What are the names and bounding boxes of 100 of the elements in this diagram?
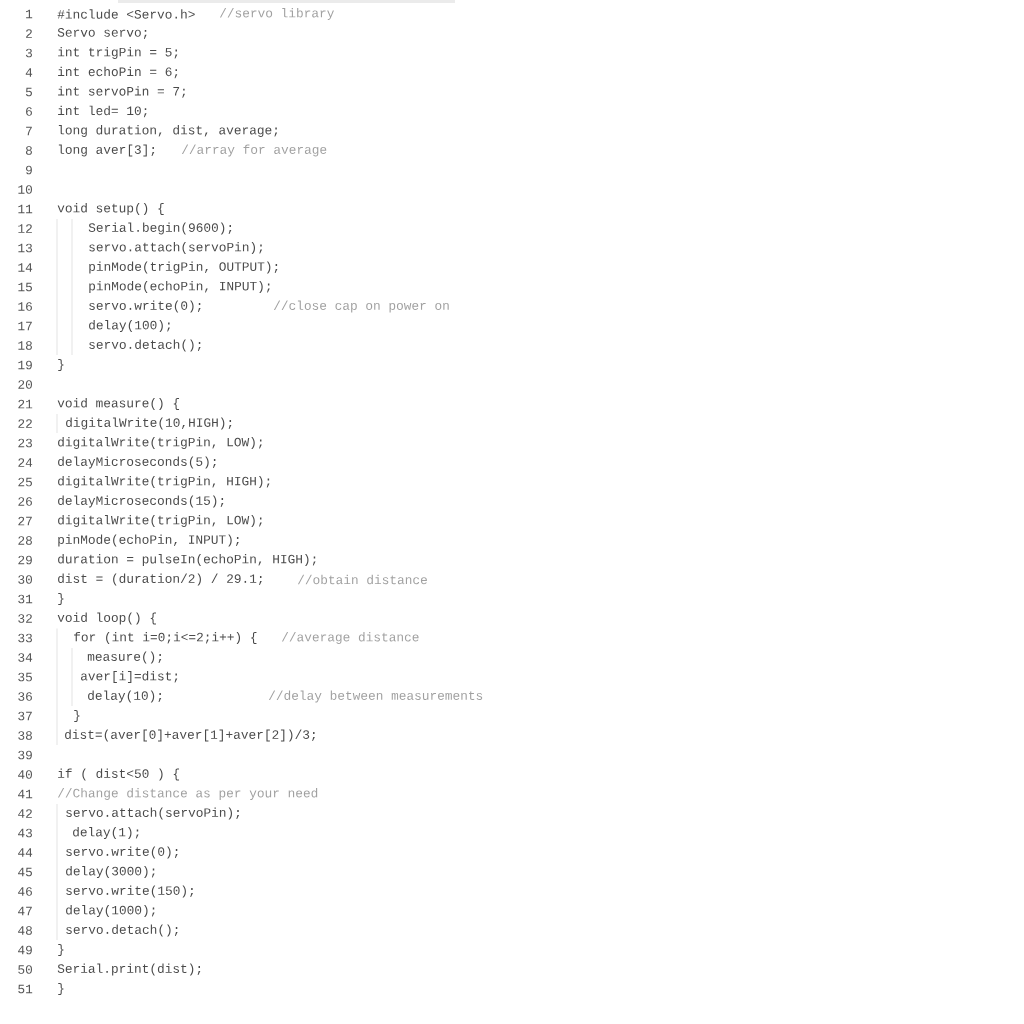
line-number: 4 [25, 68, 33, 77]
code-line: #include <Servo.h> [57, 9, 195, 19]
line-number: 10 [18, 185, 32, 194]
code-line: delay(1000); [66, 905, 155, 917]
code-line: pinMode(echoPin, INPUT); [58, 534, 239, 547]
code-line: int trigPin = 5; [58, 47, 178, 59]
code-line: servo.attach(servoPin); [89, 242, 263, 254]
line-number: 7 [26, 126, 32, 136]
line-number: 31 [18, 594, 33, 604]
code-line: aver[i]=dist; [81, 671, 178, 683]
code-line: measure(); [87, 651, 162, 664]
code-line: Servo servo; [57, 28, 147, 39]
code-comment: //close cap on power on [273, 300, 449, 313]
code-line: servo.detach(); [66, 924, 178, 937]
code-line: dist=(aver[0]+aver[1]+aver[2])/3; [65, 729, 315, 742]
code-line: digitalWrite(10,HIGH); [66, 417, 232, 430]
line-number: 17 [18, 321, 32, 331]
code-line: } [74, 710, 80, 722]
code-line: } [58, 944, 64, 956]
line-number: 5 [25, 87, 32, 97]
line-number: 32 [18, 614, 32, 623]
line-number: 29 [18, 555, 32, 565]
code-line: servo.write(150); [66, 885, 193, 898]
code-comment: //average distance [281, 632, 419, 644]
line-number: 2 [26, 29, 32, 38]
line-number: 21 [18, 399, 33, 409]
line-number: 24 [18, 458, 33, 467]
line-number: 45 [18, 867, 32, 877]
code-line: delay(100); [89, 320, 170, 332]
code-line: Serial.begin(9600); [88, 222, 232, 235]
line-number: 8 [25, 146, 32, 155]
line-number: 38 [18, 731, 32, 740]
code-line: delayMicroseconds(5); [58, 456, 216, 469]
line-number: 1 [26, 9, 33, 19]
code-line: duration = pulseIn(echoPin, HIGH); [58, 554, 316, 566]
code-line: long duration, dist, average; [58, 125, 278, 137]
line-number: 14 [18, 263, 33, 272]
line-number: 12 [18, 224, 32, 233]
line-number: 48 [18, 926, 32, 935]
code-line: digitalWrite(trigPin, LOW); [58, 515, 262, 527]
code-line: servo.detach(); [89, 339, 201, 352]
code-line: pinMode(echoPin, INPUT); [89, 281, 270, 293]
line-number: 39 [18, 750, 32, 760]
code-line: servo.attach(servoPin); [66, 807, 240, 820]
line-number: 30 [18, 575, 32, 584]
code-line: Serial.print(dist); [57, 963, 201, 976]
code-line: dist = (duration/2) / 29.1; [58, 573, 262, 586]
line-number: 40 [18, 770, 32, 779]
line-number: 6 [26, 107, 32, 116]
line-number: 18 [18, 341, 32, 350]
line-number: 22 [18, 419, 32, 428]
code-line: } [58, 983, 64, 995]
code-line: digitalWrite(trigPin, LOW); [58, 437, 262, 449]
line-number: 50 [18, 965, 32, 974]
code-line: delay(3000); [66, 866, 155, 878]
code-line: delay(1); [73, 827, 139, 839]
line-number: 20 [18, 380, 32, 389]
code-line: digitalWrite(trigPin, HIGH); [58, 476, 270, 488]
line-number: 23 [18, 438, 32, 448]
code-line: void loop() { [57, 612, 156, 625]
line-number: 9 [26, 165, 32, 175]
code-line: delay(10); [88, 690, 162, 703]
code-line: servo.write(0); [89, 300, 201, 313]
line-number: 34 [18, 653, 33, 662]
line-number: 15 [18, 282, 32, 292]
code-comment: //Change distance as per your need [57, 788, 318, 800]
code-line: } [58, 593, 64, 605]
line-number: 27 [18, 516, 32, 526]
code-comment: //delay between measurements [268, 690, 483, 703]
code-line: void measure() { [57, 398, 180, 410]
line-number: 36 [18, 692, 32, 701]
code-line: int led= 10; [58, 105, 147, 118]
line-number: 43 [18, 828, 32, 838]
line-number: 35 [18, 672, 32, 682]
line-number: 28 [18, 536, 32, 545]
line-number: 19 [18, 360, 32, 370]
code-line: delayMicroseconds(15); [58, 495, 224, 508]
code-comment: //servo library [219, 8, 334, 20]
line-number: 37 [18, 711, 32, 721]
code-line: servo.write(0); [66, 846, 178, 859]
line-number: 25 [18, 477, 32, 487]
line-number: 16 [18, 302, 32, 311]
line-number: 26 [18, 497, 32, 506]
line-number: 51 [18, 984, 33, 994]
line-number: 49 [18, 945, 32, 955]
line-number: 3 [25, 48, 32, 58]
code-line: void setup() { [57, 203, 164, 215]
code-line: long aver[3]; [58, 144, 155, 157]
code-line: int echoPin = 6; [58, 66, 178, 79]
line-number: 11 [18, 204, 33, 214]
line-number: 46 [18, 887, 32, 896]
code-comment: //array for average [181, 144, 327, 157]
line-number: 42 [18, 809, 32, 818]
line-number: 13 [18, 243, 32, 253]
line-number: 47 [18, 906, 32, 916]
code-line: pinMode(trigPin, OUTPUT); [89, 261, 278, 274]
line-number: 41 [18, 789, 33, 799]
code-line: } [58, 359, 64, 371]
code-line: int servoPin = 7; [58, 86, 185, 98]
code-line: if ( dist<50 ) { [58, 768, 180, 781]
